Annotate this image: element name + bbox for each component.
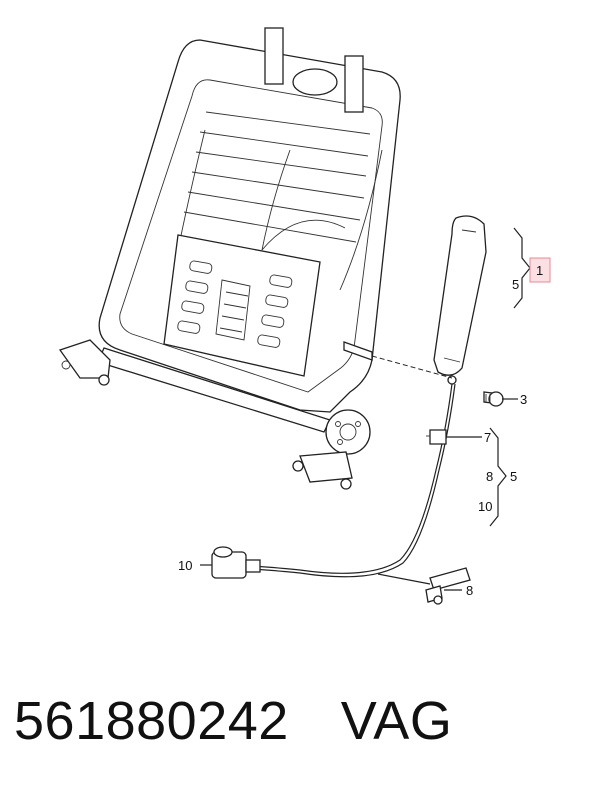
seat-backrest-frame bbox=[58, 27, 401, 490]
callout-3: 3 bbox=[520, 392, 527, 407]
release-handle bbox=[433, 215, 487, 385]
callout-1-highlight bbox=[529, 257, 551, 283]
leader-8-lower-clip bbox=[377, 573, 431, 585]
callout-8-upper: 8 bbox=[486, 469, 493, 484]
lower-clip-part bbox=[425, 567, 471, 605]
callout-7: 7 bbox=[484, 430, 491, 445]
leader-dashed bbox=[371, 355, 453, 379]
callout-8-lower: 8 bbox=[466, 583, 473, 598]
callouts: 1 5 3 7 5 8 10 10 8 bbox=[178, 257, 551, 598]
footer-caption: 561880242 VAG bbox=[14, 690, 452, 752]
callout-5: 5 bbox=[510, 469, 517, 484]
callout-10: 10 bbox=[178, 558, 192, 573]
callout-10-upper: 10 bbox=[478, 499, 492, 514]
cable-connector bbox=[211, 546, 261, 579]
part-number: 561880242 bbox=[14, 691, 289, 751]
callout-1: 1 bbox=[536, 263, 543, 278]
clip-part bbox=[426, 429, 447, 445]
callout-1-sub: 5 bbox=[512, 277, 519, 292]
screw-part bbox=[483, 391, 504, 407]
brand-label: VAG bbox=[340, 691, 453, 751]
